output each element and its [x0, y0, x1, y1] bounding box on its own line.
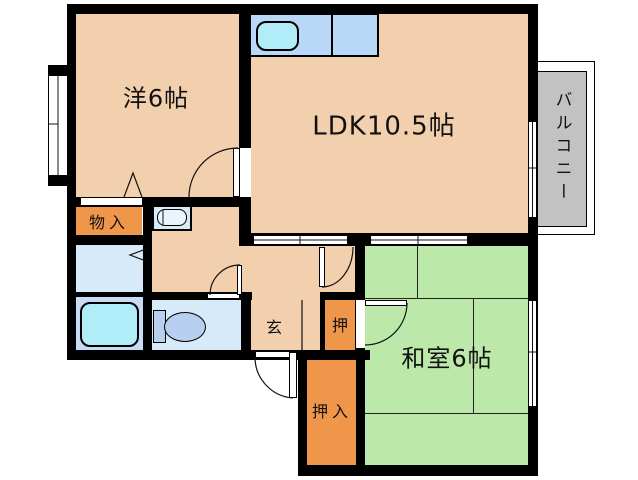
room-ldk-label: LDK10.5帖 — [312, 111, 456, 142]
window-tab-top — [48, 65, 76, 76]
entry-door-arc — [254, 356, 294, 399]
washbasin-bowl-icon — [157, 209, 187, 226]
tatami-line — [417, 246, 418, 298]
window-tab-bottom — [48, 175, 76, 186]
balcony-label: バルコニー — [551, 90, 572, 206]
room-japanese — [365, 246, 528, 466]
toilet-door-threshold — [207, 293, 240, 299]
wall-hall-west — [143, 197, 152, 352]
wall-western-bottom — [67, 197, 243, 207]
washroom — [76, 245, 143, 292]
wall-west — [67, 4, 76, 207]
futon-closet-label: 押入 — [311, 402, 353, 421]
wall-futon-japanese — [356, 360, 365, 465]
window-japanese-east-icon — [528, 300, 537, 407]
hallway-right — [241, 246, 355, 293]
bathtub-icon — [80, 302, 139, 347]
wall-futon-west — [298, 358, 307, 465]
japanese-door-leaf — [365, 300, 407, 306]
wall-top — [67, 4, 538, 14]
sliding-door-ldk-hall-icon — [253, 235, 348, 245]
wall-entrance-west — [241, 292, 251, 360]
western-door-leaf — [233, 148, 240, 197]
toilet-door-leaf — [237, 265, 242, 295]
toilet-bowl-icon — [164, 312, 206, 342]
entry-door-leaf — [289, 352, 297, 398]
hall-door-leaf — [319, 247, 325, 287]
window-ldk-east-icon — [528, 121, 537, 218]
western-door-opening — [239, 148, 251, 197]
closet-upper — [325, 300, 355, 351]
storage-door-icon — [80, 197, 143, 206]
wall-closet-top — [320, 292, 355, 300]
entrance-area — [241, 292, 320, 351]
wall-wash-bath-divider — [76, 292, 143, 297]
window-west-icon — [48, 75, 68, 176]
tatami-line — [365, 298, 528, 299]
tatami-line — [473, 298, 474, 413]
storage-label: 物入 — [88, 213, 130, 232]
sliding-door-ldk-japanese-icon — [370, 235, 468, 245]
room-japanese-label: 和室6帖 — [401, 344, 493, 373]
wall-bottom-japanese — [298, 465, 538, 476]
wall-bottom-south — [67, 350, 370, 360]
wall-storage-bottom — [67, 235, 152, 245]
kitchen-sink-icon — [256, 21, 299, 51]
storage-closet — [76, 206, 142, 236]
entrance-label: 玄 — [265, 318, 283, 337]
kitchen-counter-divider — [331, 13, 333, 57]
japanese-door-opening — [356, 300, 365, 348]
wall-closet-left — [320, 292, 325, 351]
futon-closet — [307, 360, 356, 465]
wall-bath-west — [67, 207, 76, 352]
room-western-label: 洋6帖 — [122, 84, 190, 113]
wall-toilet-top — [143, 292, 252, 300]
wall-japanese-west — [355, 233, 365, 360]
closet-upper-label: 押 — [331, 316, 349, 335]
tatami-line — [365, 413, 528, 414]
